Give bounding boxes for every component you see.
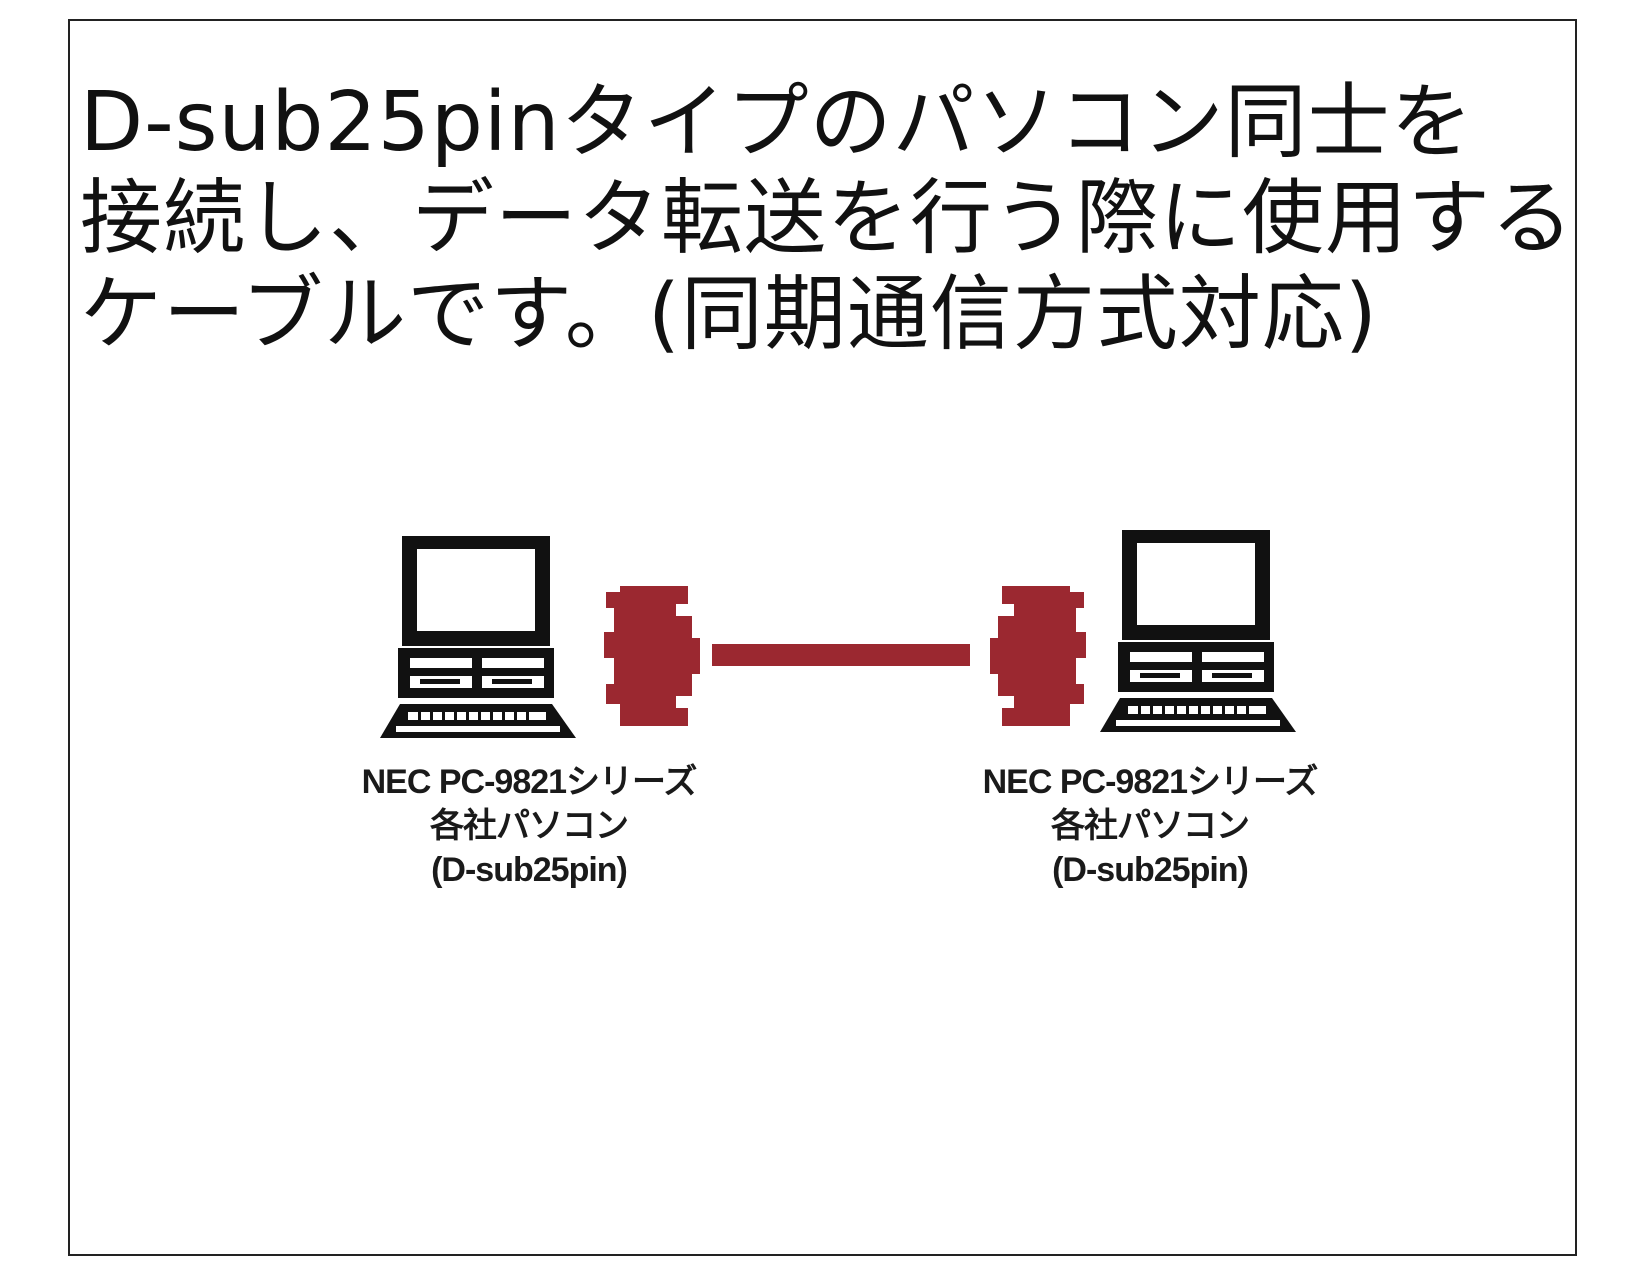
right-pc-label: NEC PC-9821シリーズ 各社パソコン (D-sub25pin) xyxy=(920,760,1380,892)
description-line-1: D-sub25pinタイプのパソコン同士を xyxy=(80,75,1474,170)
left-pc-label: NEC PC-9821シリーズ 各社パソコン (D-sub25pin) xyxy=(299,760,759,892)
right-pc-label-line-2: 各社パソコン xyxy=(1051,807,1250,845)
left-pc-label-line-2: 各社パソコン xyxy=(430,807,629,845)
left-pc-label-line-1: NEC PC-9821シリーズ xyxy=(361,763,698,801)
right-pc-icon xyxy=(1100,530,1296,732)
right-pc-label-line-3: (D-sub25pin) xyxy=(1052,851,1249,889)
description-line-3: ケーブルです。(同期通信方式対応) xyxy=(80,267,1378,362)
cable-description: D-sub25pinタイプのパソコン同士を 接続し、データ転送を行う際に使用する… xyxy=(80,75,1575,363)
right-connector-icon xyxy=(990,586,1086,726)
left-connector-icon xyxy=(604,586,700,726)
content-frame xyxy=(68,19,1577,1256)
left-pc-label-line-3: (D-sub25pin) xyxy=(431,851,628,889)
cable-line xyxy=(712,644,970,666)
left-pc-icon xyxy=(380,536,576,738)
description-line-2: 接続し、データ転送を行う際に使用する xyxy=(80,171,1575,266)
right-pc-label-line-1: NEC PC-9821シリーズ xyxy=(982,763,1319,801)
